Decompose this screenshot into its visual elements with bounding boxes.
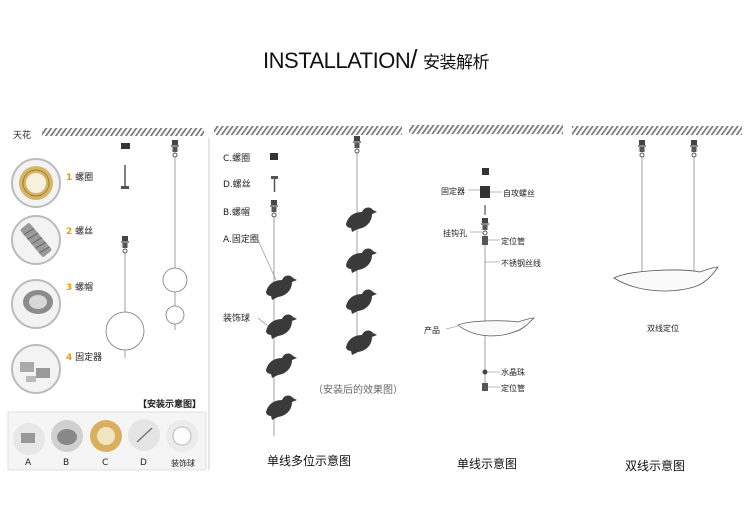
bird-3 xyxy=(266,353,297,378)
thumb-c-label: C xyxy=(102,458,109,468)
thumb-d-label: D xyxy=(140,458,147,468)
panel3-caption: 单线示意图 xyxy=(457,457,518,471)
panel3-label-product: 产品 xyxy=(424,326,440,335)
bird-2 xyxy=(266,314,297,339)
panel2-pointer-a xyxy=(257,239,277,281)
bird-5 xyxy=(346,207,377,232)
panel2-label-c-ring: C.螺圈 xyxy=(223,154,251,164)
panel2-screw-icon xyxy=(271,176,278,192)
panel3-label-fixer: 固定器 xyxy=(441,187,465,196)
ceiling-bar-4 xyxy=(572,126,742,135)
panel2-label-d-screw: D.螺丝 xyxy=(223,180,251,190)
panel4-hook-right xyxy=(689,139,699,158)
install-box-title: 【安装示意图】 xyxy=(138,400,202,410)
panel3-hook xyxy=(480,217,490,236)
panel2-label-b-cap: B.螺帽 xyxy=(223,208,251,218)
panel2-pointer-b xyxy=(257,317,269,327)
part-3-label: 3 螺帽 xyxy=(66,283,94,293)
panel3-label-screw: 自攻螺丝 xyxy=(503,189,535,198)
thumb-b-label: B xyxy=(63,458,70,468)
part-photo-screw xyxy=(11,215,61,265)
panel2-label-a-ring: A.固定圈 xyxy=(223,235,259,245)
part-1-label: 1 螺圈 xyxy=(66,173,94,183)
panel2-note: （安装后的效果图） xyxy=(313,385,403,396)
bird-1 xyxy=(266,275,297,300)
panel3-tube-bottom xyxy=(482,383,488,391)
panel3-fixer-icon xyxy=(482,168,489,175)
part-b-cap-icon xyxy=(120,235,130,254)
thumb-ball-label: 装饰球 xyxy=(171,459,195,468)
panel2-caption: 单线多位示意图 xyxy=(267,454,352,468)
title-slash: / xyxy=(410,44,417,74)
panel4-product xyxy=(613,266,719,292)
part-4-label: 4 固定器 xyxy=(66,353,103,363)
part-photo-ring xyxy=(11,158,61,208)
ceiling-bar-2 xyxy=(214,126,402,135)
panel2-hook-right xyxy=(352,135,362,154)
panel4-hook-left xyxy=(637,139,647,158)
part-c-ring-icon xyxy=(121,143,130,149)
panel2-ring-icon xyxy=(270,153,278,160)
panel1-ring-right-1 xyxy=(162,267,188,293)
thumb-a-label: A xyxy=(25,458,32,468)
panel1-ring-right-2 xyxy=(165,305,185,325)
bird-7 xyxy=(346,289,377,314)
panel2-cap-icon xyxy=(269,199,279,218)
part-photo-holder xyxy=(11,344,61,394)
panel4-caption: 双线示意图 xyxy=(625,459,686,473)
title-english: INSTALLATION xyxy=(263,48,411,73)
panel1-hook-right xyxy=(170,139,180,158)
ceiling-bar-1 xyxy=(42,128,204,136)
panel1-ring-large xyxy=(105,311,145,351)
panel3-label-hook-hole: 挂钩孔 xyxy=(443,229,467,238)
panel3-label-crystal: 水晶珠 xyxy=(501,368,525,377)
panel3-crystal xyxy=(482,369,488,375)
bird-8 xyxy=(346,330,377,355)
part-d-screw-icon xyxy=(121,165,129,189)
part-photo-cap xyxy=(11,279,61,329)
panel3-tube-top xyxy=(482,236,488,245)
page-title: INSTALLATION/安装解析 xyxy=(0,44,752,75)
ceiling-bar-3 xyxy=(409,125,563,134)
ceiling-label: 天花 xyxy=(13,131,32,141)
bird-4 xyxy=(266,395,297,420)
title-chinese: 安装解析 xyxy=(422,53,490,73)
panel3-label-tube-bottom: 定位管 xyxy=(501,384,525,393)
part-2-label: 2 螺丝 xyxy=(66,227,94,237)
panel4-label: 双线定位 xyxy=(647,324,679,333)
panel3-product xyxy=(457,317,535,337)
panel3-label-wire: 不锈钢丝线 xyxy=(501,259,541,268)
bird-6 xyxy=(346,248,377,273)
panel3-label-tube-top: 定位管 xyxy=(501,237,525,246)
panel2-label-ball: 装饰球 xyxy=(223,314,251,324)
